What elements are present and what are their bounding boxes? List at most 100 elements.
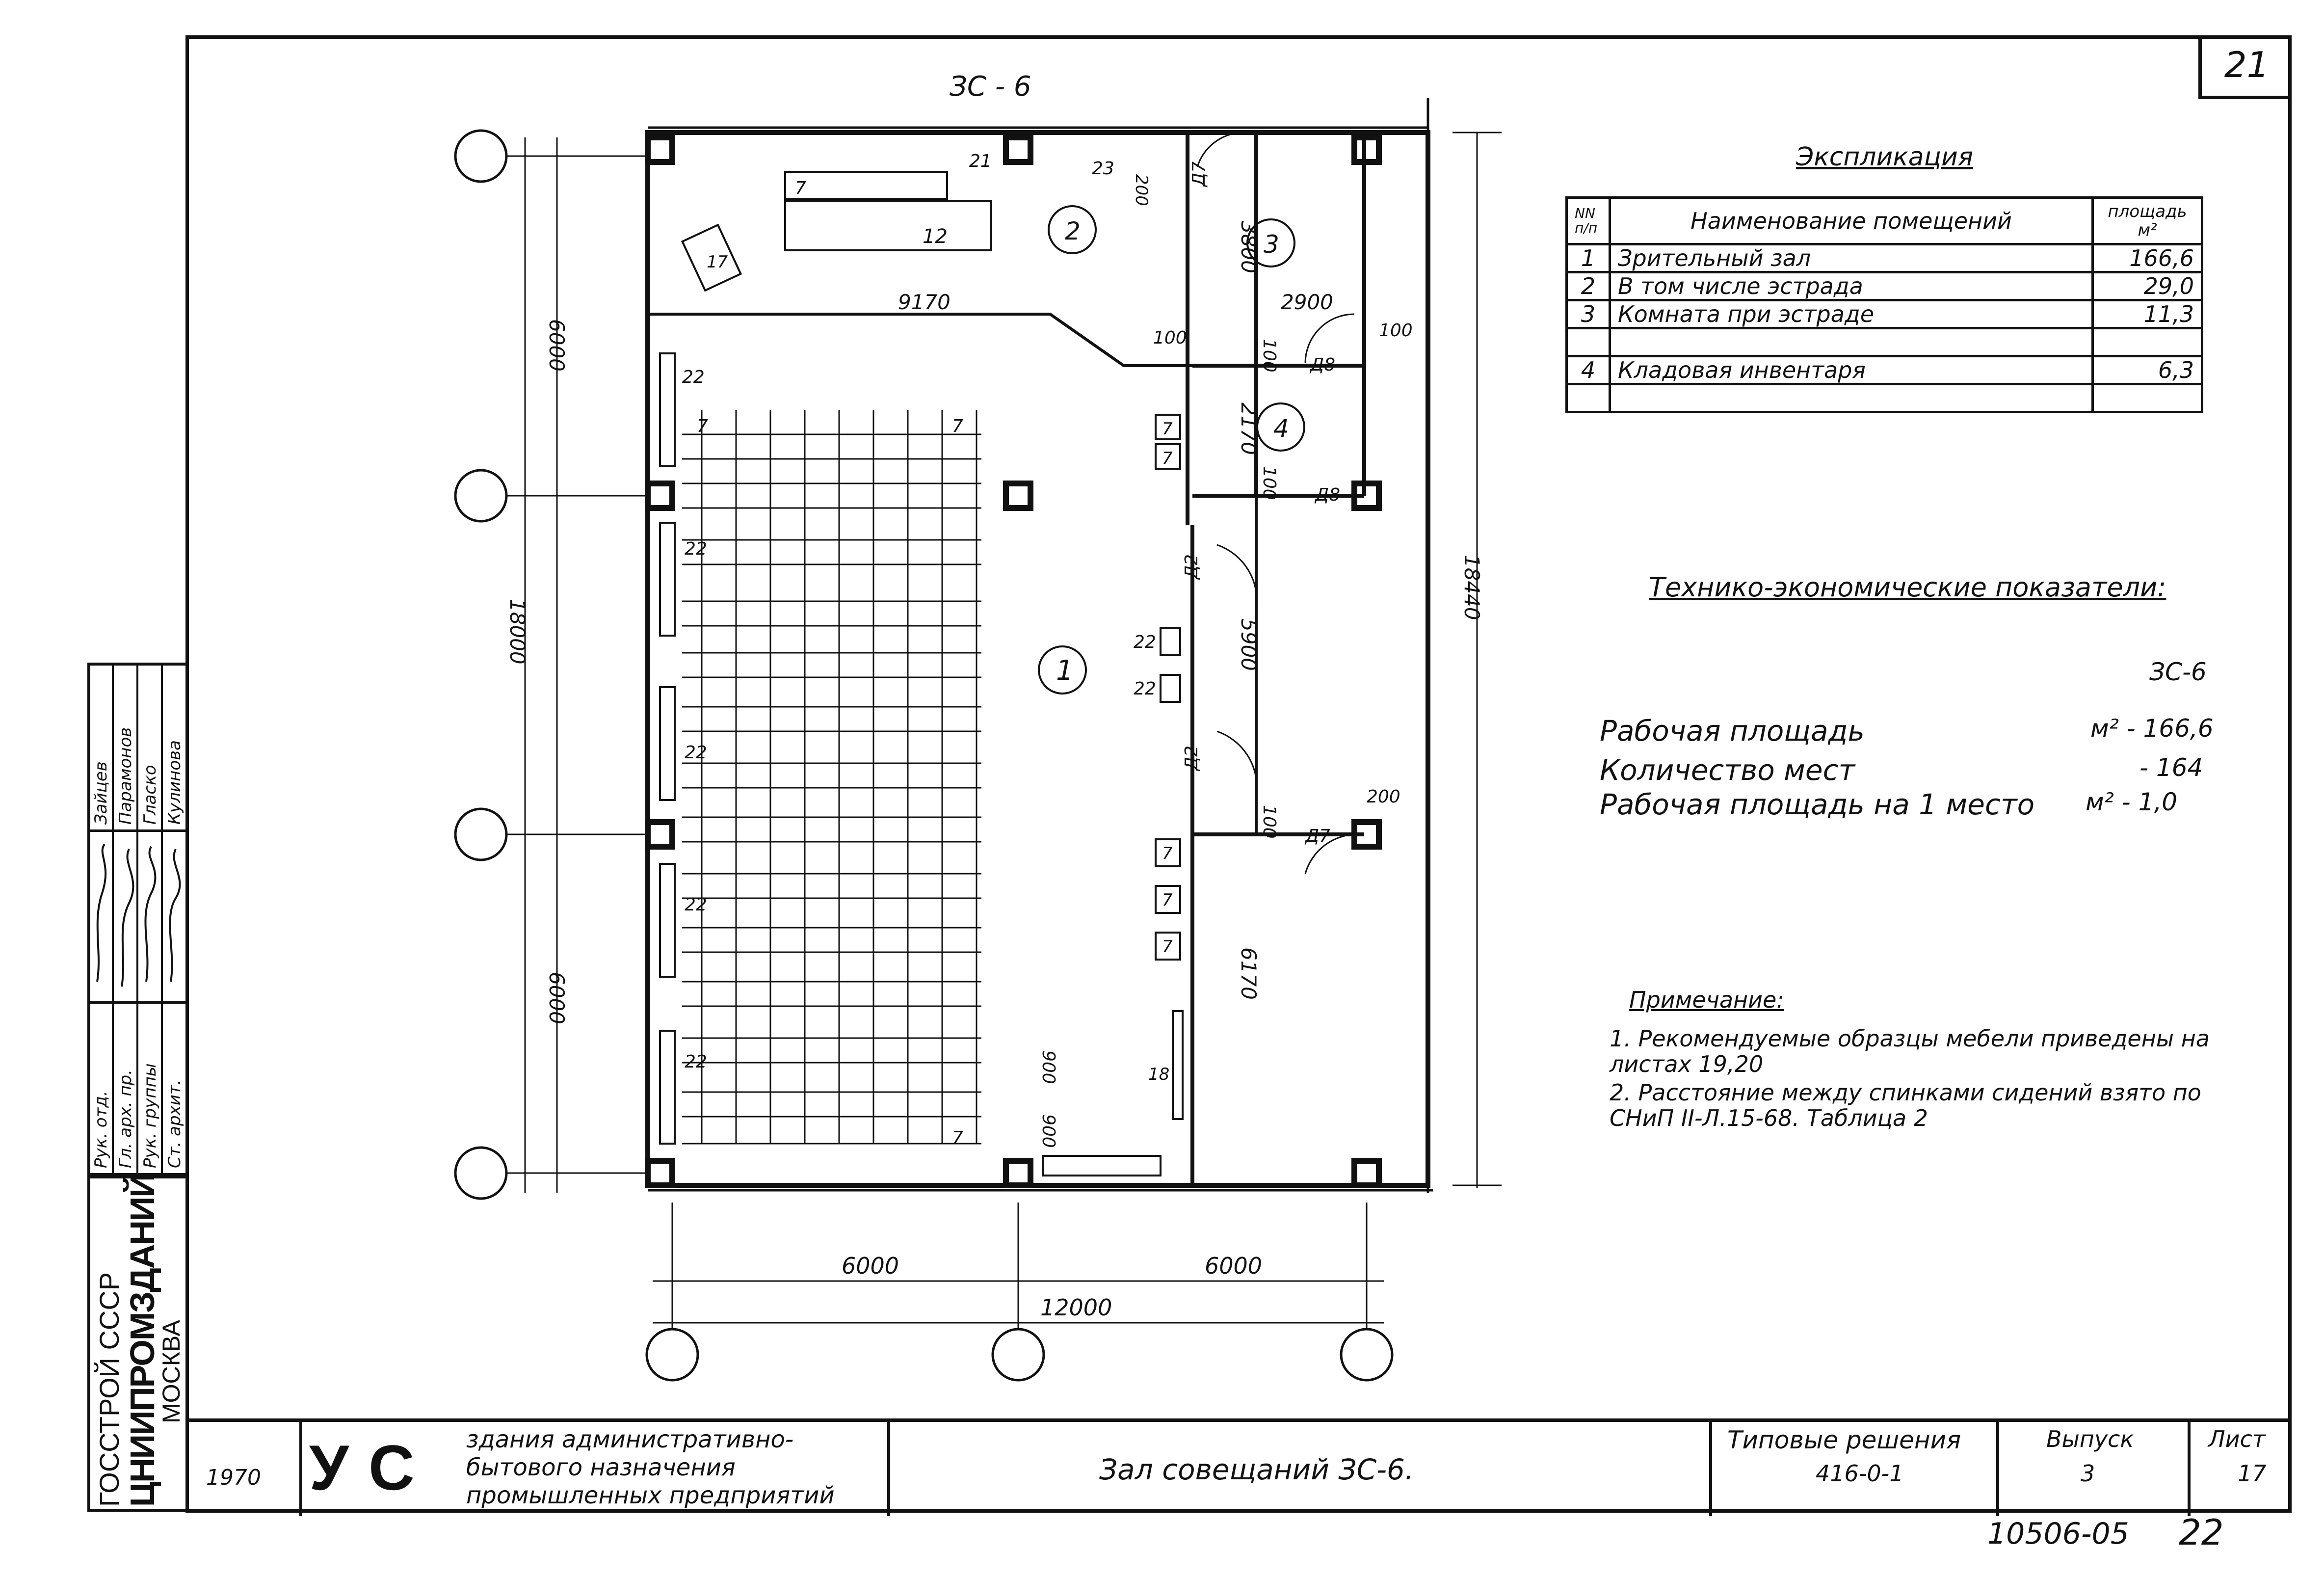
furniture-mark: 12: [923, 225, 948, 248]
drawing-title: Зал совещаний ЗС-6.: [1099, 1453, 1414, 1486]
cell-num: [1565, 383, 1611, 413]
cell-name: [1609, 327, 2094, 357]
cell-area: 6,3: [2091, 355, 2203, 385]
dim-label: 12000: [1040, 1294, 1112, 1321]
cell-name: Зрительный зал: [1609, 243, 2094, 273]
header-name: Наименование помещений: [1609, 196, 2094, 245]
approval-grid: [87, 663, 185, 1176]
axis-bubble: [991, 1328, 1045, 1382]
sheet-frame: [185, 35, 2292, 1513]
dim-label: 2900: [1281, 290, 1333, 314]
cell-name: В том числе эстрада: [1609, 271, 2094, 301]
furniture-mark: 22: [1134, 632, 1156, 652]
room-bubble: [1038, 645, 1087, 695]
cell-name: [1609, 383, 2094, 413]
cell-num: 2: [1565, 271, 1611, 301]
door-mark: Д2: [1182, 746, 1202, 772]
dim-label: 100: [1379, 321, 1413, 341]
header-num: NN п/п: [1565, 196, 1611, 245]
dim-label: 9170: [898, 290, 951, 314]
table-row: 2 В том числе эстрада 29,0: [1565, 271, 2203, 301]
furniture-mark: 22: [1134, 679, 1156, 699]
cell-name: Комната при эстраде: [1609, 299, 2094, 329]
table-row: 4 Кладовая инвентаря 6,3: [1565, 355, 2203, 385]
sheet-label: Лист: [2208, 1426, 2266, 1452]
dim-label: 900: [1038, 1114, 1058, 1148]
note-item: 2. Расстояние между спинками сидений взя…: [1610, 1079, 2201, 1131]
furniture-mark: 18: [1148, 1065, 1169, 1084]
typical-code: 416-0-1: [1816, 1460, 1904, 1487]
door-mark: Д7: [1304, 826, 1330, 846]
furniture-mark: 22: [685, 895, 707, 915]
cell-area: [2091, 327, 2203, 357]
tech-code: ЗС-6: [2149, 658, 2207, 686]
axis-bubble: [1340, 1328, 1394, 1382]
tech-label: Рабочая площадь: [1600, 714, 1865, 748]
year: 1970: [206, 1465, 261, 1490]
notes-title: Примечание:: [1629, 987, 1784, 1013]
role-label: Гл. арх. пр.: [116, 1069, 135, 1168]
room-number: 4: [1273, 414, 1289, 443]
sheet-value: 17: [2238, 1460, 2267, 1487]
room-number: 3: [1264, 230, 1279, 259]
plan-title: ЗС - 6: [950, 71, 1031, 103]
furniture-mark: 7: [1162, 937, 1173, 957]
table-row: [1565, 327, 2203, 357]
axis-bubble: [454, 1146, 508, 1200]
dim-label: 6000: [545, 319, 569, 372]
dim-label: 6000: [1205, 1253, 1262, 1279]
signatures: [96, 843, 181, 987]
issue-value: 3: [2081, 1460, 2095, 1487]
door-mark: Д2: [1182, 554, 1202, 580]
room-number: 2: [1065, 217, 1081, 245]
cell-area: 29,0: [2091, 271, 2203, 301]
tech-value: м² - 1,0: [2086, 788, 2178, 816]
cell-num: 3: [1565, 299, 1611, 329]
cell-name: Кладовая инвентаря: [1609, 355, 2094, 385]
table-row: 3 Комната при эстраде 11,3: [1565, 299, 2203, 329]
dim-label: 23: [1092, 159, 1114, 179]
cell-num: 1: [1565, 243, 1611, 273]
dim-label: 3800: [1237, 221, 1261, 273]
dim-label: 900: [1038, 1050, 1058, 1084]
dim-label: 6000: [545, 972, 569, 1024]
door-mark: Д7: [1189, 161, 1209, 187]
furniture-mark: 22: [685, 743, 707, 763]
furniture-mark: 22: [685, 539, 707, 559]
dim-label: 18000: [505, 599, 529, 665]
role-label: Ст. архит.: [165, 1079, 185, 1168]
series-letters: УС: [309, 1432, 434, 1503]
dim-label: 5900: [1237, 618, 1261, 671]
cell-area: [2091, 383, 2203, 413]
dim-label: 100: [1259, 805, 1279, 839]
door-mark: Д8: [1309, 355, 1335, 375]
cell-area: 11,3: [2091, 299, 2203, 329]
person-name: Парамонов: [116, 727, 135, 825]
door-mark: Д8: [1314, 485, 1340, 505]
furniture-mark: 22: [685, 1052, 707, 1072]
note-item: 1. Рекомендуемые образцы мебели приведен…: [1610, 1025, 2210, 1077]
page-number: 21: [2224, 44, 2270, 85]
page-number-box: 21: [2198, 35, 2292, 99]
subject-line: здания административно-: [466, 1426, 794, 1453]
dim-label: 6170: [1237, 947, 1261, 1000]
cell-area: 166,6: [2091, 243, 2203, 273]
room-bubble: [1256, 402, 1305, 452]
dim-label: 6000: [842, 1253, 899, 1279]
furniture-mark: 7: [1162, 449, 1173, 468]
dim-label: 2170: [1237, 402, 1261, 455]
dim-label: 100: [1259, 466, 1279, 500]
furniture-mark: 7: [952, 416, 963, 436]
furniture-mark: 7: [1162, 844, 1173, 863]
dim-label: 100: [1259, 339, 1279, 373]
cell-num: 4: [1565, 355, 1611, 385]
subject-line: промышленных предприятий: [466, 1482, 835, 1509]
tech-title: Технико-экономические показатели:: [1649, 572, 2166, 603]
explication-title: Экспликация: [1796, 142, 1974, 172]
footer-page: 22: [2179, 1512, 2224, 1553]
room-bubble: [1048, 205, 1097, 254]
furniture-mark: 7: [697, 416, 708, 436]
org-line2: ЦНИИПРОМЗДАНИЙ: [123, 1174, 161, 1507]
dim-label: 200: [1367, 787, 1400, 807]
